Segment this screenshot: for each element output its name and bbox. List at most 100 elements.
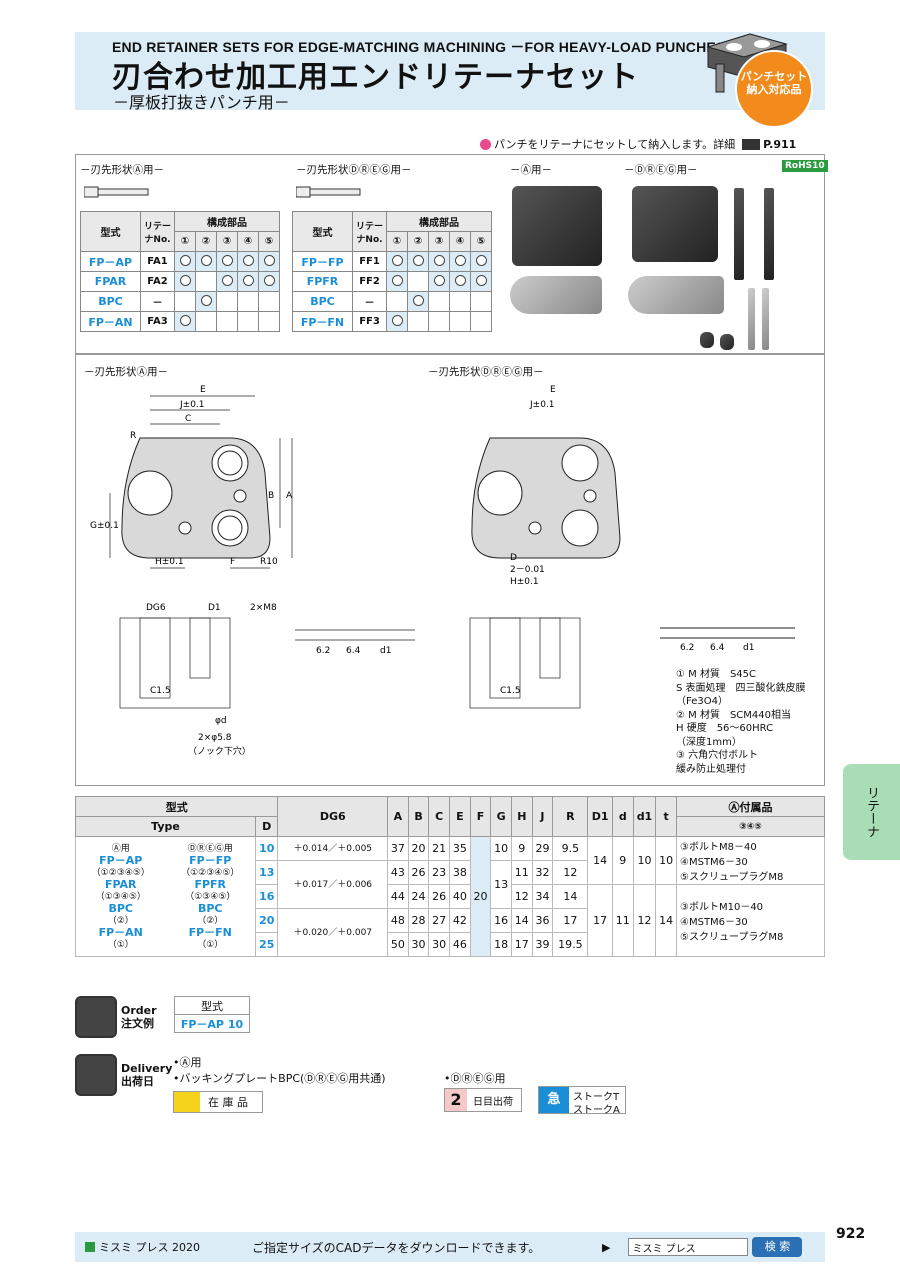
dim-D: D (510, 553, 517, 563)
comp-model: BPC (80, 291, 141, 312)
photo-plate-dreg (628, 276, 724, 314)
comp-part-cell (195, 291, 217, 312)
dim-G: G±0.1 (90, 521, 119, 531)
header-title-en: END RETAINER SETS FOR EDGE-MATCHING MACH… (112, 39, 740, 55)
comp-part-cell (216, 311, 238, 332)
comp-part-cell (174, 271, 196, 292)
comp-part-cell (237, 251, 259, 272)
cell-A: 48 (387, 908, 409, 933)
cell-A: 44 (387, 884, 409, 909)
cell-B: 20 (407, 836, 430, 861)
cell-H: 14 (510, 908, 533, 933)
cell-E: 46 (449, 932, 471, 957)
comp-header-parts: 構成部品 (386, 211, 492, 232)
order-col-header: 型式 (174, 996, 250, 1015)
footer-cad-text: ご指定サイズのCADデータをダウンロードできます。 (252, 1240, 541, 1255)
footer-search-input[interactable]: ミスミ プレス (628, 1238, 749, 1256)
spec-line: ③ 六角穴付ボルト (676, 750, 759, 761)
cell-E: 38 (449, 860, 471, 885)
th-R: R (552, 796, 589, 837)
included-mark-icon (179, 254, 191, 266)
catalog-book-icon (742, 138, 761, 150)
included-mark-icon (475, 274, 487, 286)
th-G: G (490, 796, 512, 837)
dim-2xM8: 2×M8 (250, 603, 277, 613)
comp-part-cell (407, 291, 429, 312)
included-mark-icon (433, 274, 445, 286)
comp-retainer: FF2 (352, 271, 387, 292)
included-mark-icon (263, 274, 275, 286)
comp-retainer: FA1 (140, 251, 175, 272)
punch-tip-dreg-icon (296, 186, 361, 198)
cell-B: 24 (407, 884, 430, 909)
cell-tol: ＋0.014／＋0.005 (277, 836, 389, 861)
type-item: FP－AN（①） (76, 925, 166, 951)
dim-C1.5: C1.5 (150, 686, 171, 696)
cell-E: 40 (449, 884, 471, 909)
comp-part-cell (386, 271, 408, 292)
th-accessory-sub: ③④⑤ (676, 816, 825, 837)
cell-B: 26 (407, 860, 430, 885)
type-item: FP－FP（①②③④⑤） (166, 854, 256, 879)
accessory-item: ④MSTM6－30 (680, 917, 748, 928)
type-model: FP－AN (98, 925, 143, 939)
delivery-label-jp: 出荷日 (121, 1075, 154, 1088)
photo-pin-1 (748, 288, 755, 350)
dim-6.4: 6.4 (710, 643, 725, 650)
section-a-label: －刃先形状Ⓐ用－ (80, 164, 164, 176)
comp-part-cell (216, 251, 238, 272)
footer-brand-text: ミスミ プレス 2020 (99, 1241, 200, 1254)
comp-part-cell (449, 251, 471, 272)
stroke-a: ストークA (573, 1105, 620, 1116)
misumi-logo-icon (85, 1242, 95, 1252)
cell-G: 10 (490, 836, 512, 861)
note-page-ref[interactable]: P.911 (763, 137, 797, 151)
ship-days-number: 2 (445, 1089, 467, 1111)
footer-search-button[interactable]: 検 索 (752, 1237, 803, 1257)
th-A: A (387, 796, 409, 837)
section-dreg-label: －刃先形状ⒹⓇⒺⒼ用－ (296, 164, 412, 176)
cell-C: 30 (428, 932, 450, 957)
cell-G: 18 (490, 932, 512, 957)
th-B: B (407, 796, 430, 837)
type-parts: （①③④⑤） (95, 891, 146, 902)
th-DG6: DG6 (277, 796, 389, 837)
cell-E: 35 (449, 836, 471, 861)
cell-D: 16 (254, 884, 279, 909)
comp-part-num: ③ (428, 231, 450, 252)
comp-part-num: ② (195, 231, 217, 252)
photo-retainer-dreg (632, 186, 718, 262)
accessory-item: ③ボルトM8－40 (680, 842, 757, 853)
cell-H: 17 (510, 932, 533, 957)
dim-B: B (268, 491, 274, 501)
type-parts: （②） (197, 915, 224, 926)
comp-retainer: － (140, 291, 175, 312)
comp-part-num: ④ (237, 231, 259, 252)
included-mark-icon (391, 314, 403, 326)
th-J: J (531, 796, 554, 837)
cell-A: 37 (387, 836, 409, 861)
play-arrow-icon: ▶ (602, 1240, 611, 1254)
comp-part-cell (216, 271, 238, 292)
side-tab-retainer[interactable]: リテーナ (843, 764, 900, 860)
comp-row: BPC－ (80, 291, 280, 312)
included-mark-icon (242, 254, 254, 266)
included-mark-icon (454, 254, 466, 266)
cell-G: 13 (490, 860, 512, 909)
included-mark-icon (179, 314, 191, 326)
dim-6.2: 6.2 (316, 646, 330, 656)
th-C: C (428, 796, 450, 837)
comp-part-num: ② (407, 231, 429, 252)
cell-G: 16 (490, 908, 512, 933)
comp-part-cell (470, 311, 492, 332)
cell-E: 42 (449, 908, 471, 933)
